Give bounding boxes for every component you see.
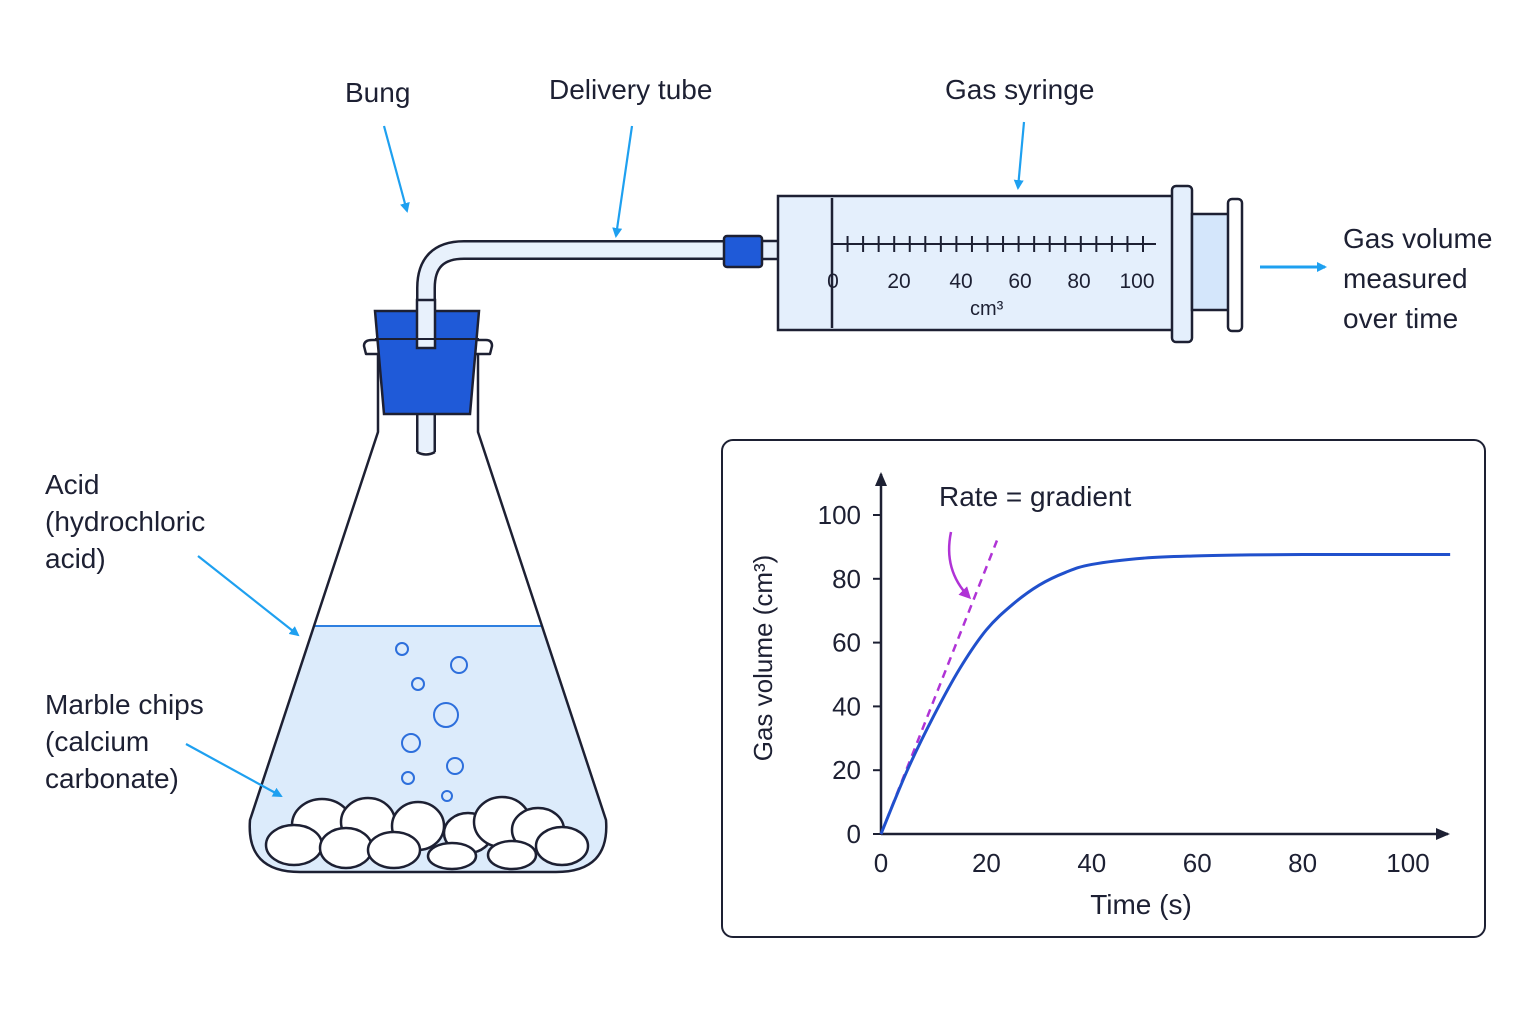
- y-tick-label: 40: [832, 691, 861, 721]
- marble-chips-label: Marble chips (calcium carbonate): [45, 686, 204, 797]
- tube-through-bung: [375, 298, 479, 350]
- y-axis-label: Gas volume (cm³): [748, 555, 778, 762]
- bung: [373, 309, 481, 416]
- bung-label: Bung: [345, 77, 411, 108]
- syringe-tick-label: 0: [827, 270, 839, 293]
- syringe-tick-label: 80: [1067, 270, 1091, 293]
- graph-panel: [721, 439, 1486, 938]
- syringe-tick-label: 100: [1119, 270, 1155, 293]
- gas-volume-note-line: measured: [1343, 263, 1468, 294]
- acid-label-line: acid): [45, 543, 106, 574]
- syringe-tick-label: 20: [887, 270, 911, 293]
- gas-volume-note: Gas volume measured over time: [1343, 219, 1492, 339]
- gas-bubbles: [395, 642, 468, 802]
- x-tick-label: 0: [874, 848, 888, 878]
- x-tick-label: 40: [1077, 848, 1106, 878]
- marble-chips-label-line: (calcium: [45, 726, 150, 757]
- gas-volume-curve: [879, 553, 1451, 835]
- tangent-label: Rate = gradient: [939, 481, 1131, 512]
- y-tick-label: 100: [818, 500, 861, 530]
- label-arrows: [185, 121, 1327, 797]
- x-tick-label: 20: [972, 848, 1001, 878]
- acid-label-line: (hydrochloric: [45, 506, 206, 537]
- tangent-line: [879, 540, 999, 835]
- gas-volume-note-line: Gas volume: [1343, 223, 1493, 254]
- x-axis-label: Time (s): [1090, 889, 1192, 920]
- conical-flask: [248, 338, 608, 874]
- gas-syringe: [776, 184, 1244, 344]
- y-tick-label: 80: [832, 564, 861, 594]
- acid-label: Acid (hydrochloric acid): [45, 466, 205, 577]
- y-tick-label: 20: [832, 755, 861, 785]
- marble-chips-label-line: Marble chips: [45, 689, 204, 720]
- delivery-tube-label: Delivery tube: [549, 74, 713, 105]
- gas-syringe-label: Gas syringe: [945, 74, 1095, 105]
- syringe-tick-label: 60: [1008, 270, 1032, 293]
- x-tick-label: 80: [1288, 848, 1317, 878]
- marble-chips: [264, 795, 590, 871]
- marble-chips-label-line: carbonate): [45, 763, 179, 794]
- tube-connector: [722, 234, 782, 269]
- syringe-unit-label: cm³: [970, 298, 1004, 320]
- syringe-tick-label: 40: [949, 270, 973, 293]
- x-tick-label: 100: [1386, 848, 1429, 878]
- acid-label-line: Acid: [45, 469, 100, 500]
- delivery-tube: [416, 240, 726, 456]
- tangent-pointer-arrow: [947, 531, 972, 600]
- x-tick-label: 60: [1183, 848, 1212, 878]
- gas-volume-note-line: over time: [1343, 303, 1459, 334]
- y-tick-label: 60: [832, 628, 861, 658]
- y-tick-label: 0: [847, 819, 861, 849]
